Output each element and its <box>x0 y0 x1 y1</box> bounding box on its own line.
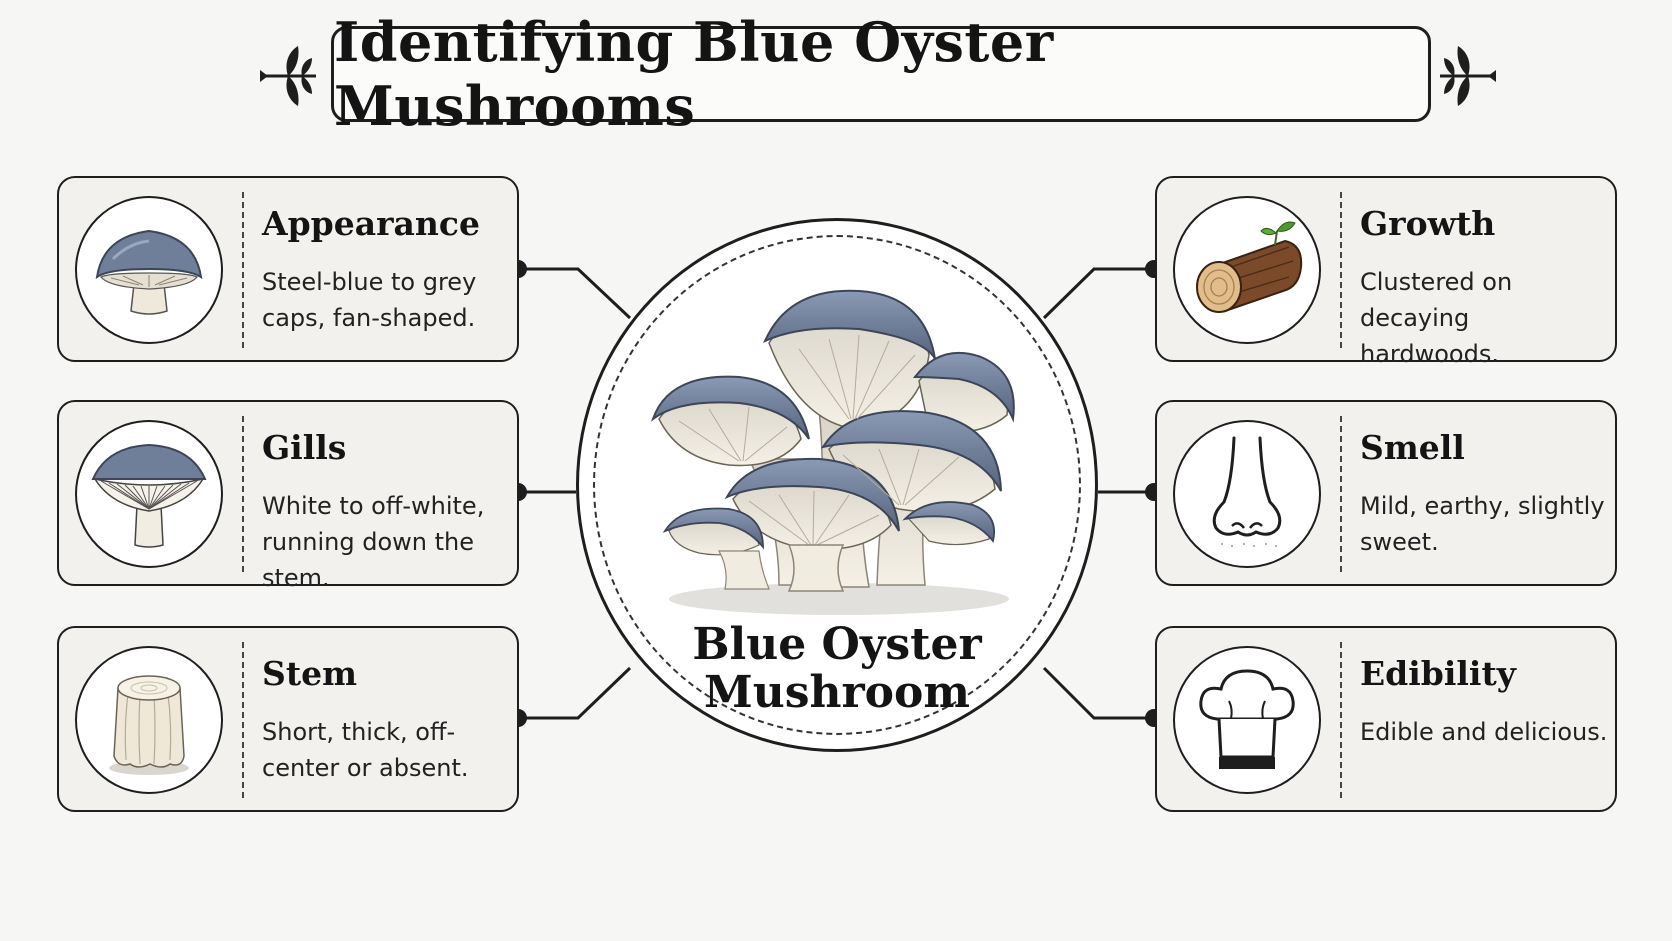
feature-card-appearance: Appearance Steel-blue to grey caps, fan-… <box>57 176 519 362</box>
gills-icon <box>91 443 207 548</box>
feature-card-stem: Stem Short, thick, off-center or absent. <box>57 626 519 812</box>
chef-hat-icon <box>1199 669 1295 769</box>
feature-heading: Smell <box>1360 428 1465 467</box>
title-banner: Identifying Blue Oyster Mushrooms <box>258 10 1496 138</box>
feature-description: Edible and delicious. <box>1360 718 1608 746</box>
feature-description: Clustered on decaying hardwoods. <box>1360 268 1513 368</box>
feature-heading: Appearance <box>262 204 480 243</box>
icon-circle <box>1173 420 1321 568</box>
title-box: Identifying Blue Oyster Mushrooms <box>331 10 1431 138</box>
card-divider <box>1340 642 1342 798</box>
card-divider <box>1340 416 1342 572</box>
stem-stump-icon <box>109 675 189 775</box>
center-label-line1: Blue Oyster <box>692 619 982 670</box>
card-divider <box>242 642 244 798</box>
page-title: Identifying Blue Oyster Mushrooms <box>334 10 1054 138</box>
feature-card-smell: Smell Mild, earthy, slightly sweet. <box>1155 400 1617 586</box>
feature-description: Steel-blue to grey caps, fan-shaped. <box>262 268 477 332</box>
card-divider <box>242 192 244 348</box>
center-dashed-ring <box>593 235 1081 735</box>
leaf-flourish-icon <box>260 46 316 106</box>
feature-heading: Growth <box>1360 204 1496 243</box>
feature-card-edibility: Edibility Edible and delicious. <box>1155 626 1617 812</box>
center-mushroom-circle: Blue Oyster Mushroom <box>576 218 1098 752</box>
card-divider <box>1340 192 1342 348</box>
icon-circle <box>1173 646 1321 794</box>
feature-description: Short, thick, off-center or absent. <box>262 718 469 782</box>
feature-card-growth: Growth Clustered on decaying hardwoods. <box>1155 176 1617 368</box>
oyster-mushroom-cluster-icon <box>650 289 1015 615</box>
icon-circle <box>75 646 223 794</box>
feature-heading: Gills <box>262 428 347 467</box>
feature-description: Mild, earthy, slightly sweet. <box>1360 492 1605 556</box>
icon-circle <box>75 420 223 568</box>
feature-description: White to off-white, running down the ste… <box>262 492 485 592</box>
icon-circle <box>75 196 223 344</box>
mushroom-cap-icon <box>95 229 203 315</box>
nose-icon <box>1212 436 1282 547</box>
card-divider <box>242 416 244 572</box>
center-label-line2: Mushroom <box>704 667 970 718</box>
leaf-flourish-icon <box>1440 46 1496 106</box>
feature-card-gills: Gills White to off-white, running down t… <box>57 400 519 592</box>
log-icon <box>1196 221 1303 313</box>
center-label: Blue Oyster Mushroom <box>579 621 1095 717</box>
feature-heading: Stem <box>262 654 357 693</box>
icon-circle <box>1173 196 1321 344</box>
feature-heading: Edibility <box>1360 654 1516 693</box>
